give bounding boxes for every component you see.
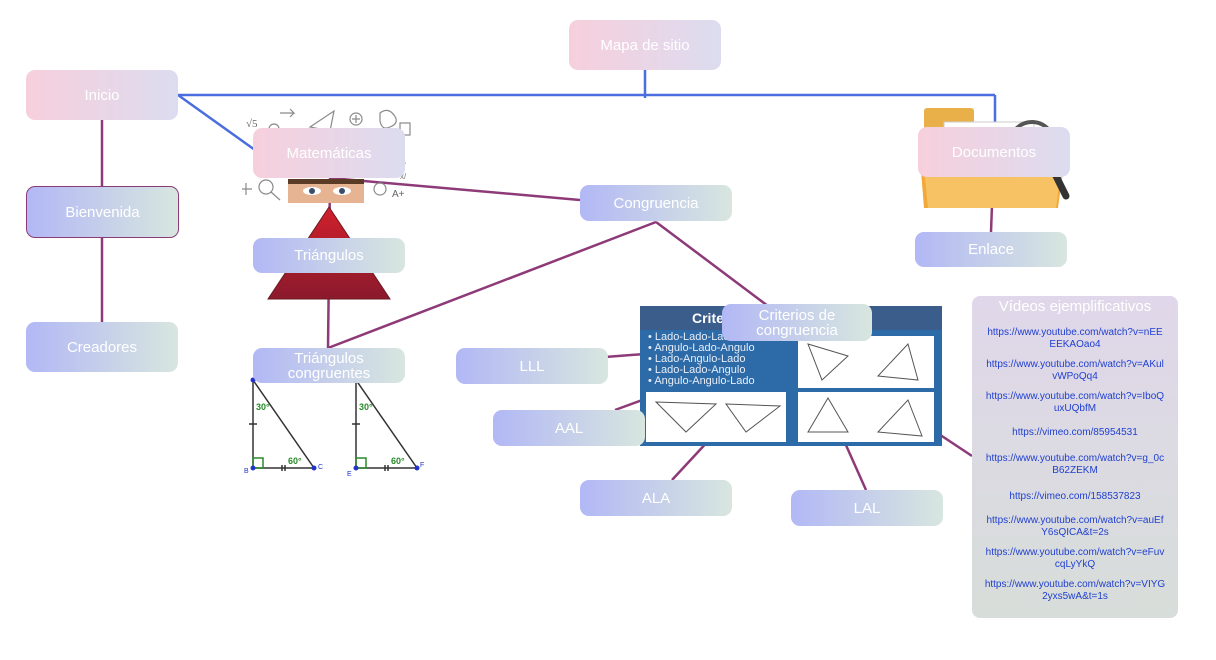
videos-panel: Vídeos ejemplificativos https://www.yout… [972, 296, 1178, 618]
slide-bullet: • Lado-Lado-Angulo [648, 364, 746, 376]
slide-bullet: • Angulo-Lado-Angulo [648, 342, 755, 354]
node-criterios-de-congruencia[interactable]: Criterios de congruencia [722, 304, 872, 341]
slide-thumbnail [646, 392, 786, 442]
svg-text:x/: x/ [400, 172, 407, 181]
node-lal[interactable]: LAL [791, 490, 943, 526]
angle-label-bottom-1: 60° [288, 456, 302, 466]
slide-bullet: • Lado-Angulo-Lado [648, 353, 746, 365]
vertex-label-f: F [420, 462, 424, 469]
slide-thumbnail [798, 336, 934, 388]
angle-label-top-2: 30° [359, 402, 373, 412]
vertex-label-e: E [347, 471, 352, 478]
angle-label-bottom-2: 60° [391, 456, 405, 466]
node-bienvenida[interactable]: Bienvenida [26, 186, 179, 238]
vertex-label-c: C [318, 464, 323, 471]
congruent-triangles-figure: 30° 30° 60° 60° B C E F [244, 377, 424, 478]
node-lll[interactable]: LLL [456, 348, 608, 384]
video-link[interactable]: https://vimeo.com/158537823 [1009, 491, 1141, 502]
line-to-matematicas [177, 93, 256, 152]
video-link[interactable]: https://www.youtube.com/watch?v=eFuvcqLy… [985, 547, 1165, 570]
vertex-label-b: B [244, 468, 249, 475]
slide-bullet: • Angulo-Angulo-Lado [648, 375, 755, 387]
eyes-face [288, 179, 364, 203]
node-aal[interactable]: AAL [493, 410, 645, 446]
node-matematicas[interactable]: Matemáticas [253, 128, 405, 178]
video-link[interactable]: https://www.youtube.com/watch?v=VIYG2yxs… [984, 579, 1166, 602]
node-ala[interactable]: ALA [580, 480, 732, 516]
math-doodles-image: √5 A+ iv x/ [242, 108, 411, 203]
video-link[interactable]: https://vimeo.com/85954531 [1012, 427, 1138, 438]
slide-thumbnail [798, 392, 934, 442]
slide-bullet: • Lado-Lado-Lado [648, 331, 736, 343]
svg-text:√5: √5 [246, 118, 258, 130]
node-documentos[interactable]: Documentos [918, 127, 1070, 177]
node-triangulos[interactable]: Triángulos [253, 238, 405, 273]
slide-bullets: • Lado-Lado-Lado • Angulo-Lado-Angulo • … [648, 332, 755, 387]
line-matematicas-congruencia [329, 176, 581, 202]
angle-label-top-1: 30° [256, 402, 270, 412]
video-link[interactable]: https://www.youtube.com/watch?v=g_0cB62Z… [985, 453, 1165, 476]
node-creadores[interactable]: Creadores [26, 322, 178, 372]
video-link[interactable]: https://www.youtube.com/watch?v=nEEEEKAO… [987, 327, 1163, 350]
videos-title: Vídeos ejemplificativos [998, 298, 1152, 315]
node-triangulos-congruentes[interactable]: Triángulos congruentes [253, 348, 405, 383]
line-congruencia-triangulos-congruentes [327, 220, 657, 350]
video-link[interactable]: https://www.youtube.com/watch?v=AKulvWPo… [986, 359, 1164, 382]
node-enlace[interactable]: Enlace [915, 232, 1067, 267]
video-link[interactable]: https://www.youtube.com/watch?v=IboQuxUQ… [985, 391, 1165, 414]
node-inicio[interactable]: Inicio [26, 70, 178, 120]
video-link[interactable]: https://www.youtube.com/watch?v=auEfY6sQ… [986, 515, 1164, 538]
node-mapa-de-sitio[interactable]: Mapa de sitio [569, 20, 721, 70]
node-congruencia[interactable]: Congruencia [580, 185, 732, 221]
videos-link-list: https://www.youtube.com/watch?v=nEEEEKAO… [972, 327, 1178, 603]
svg-text:A+: A+ [392, 189, 405, 200]
line-congruencia-criterios [655, 221, 769, 307]
